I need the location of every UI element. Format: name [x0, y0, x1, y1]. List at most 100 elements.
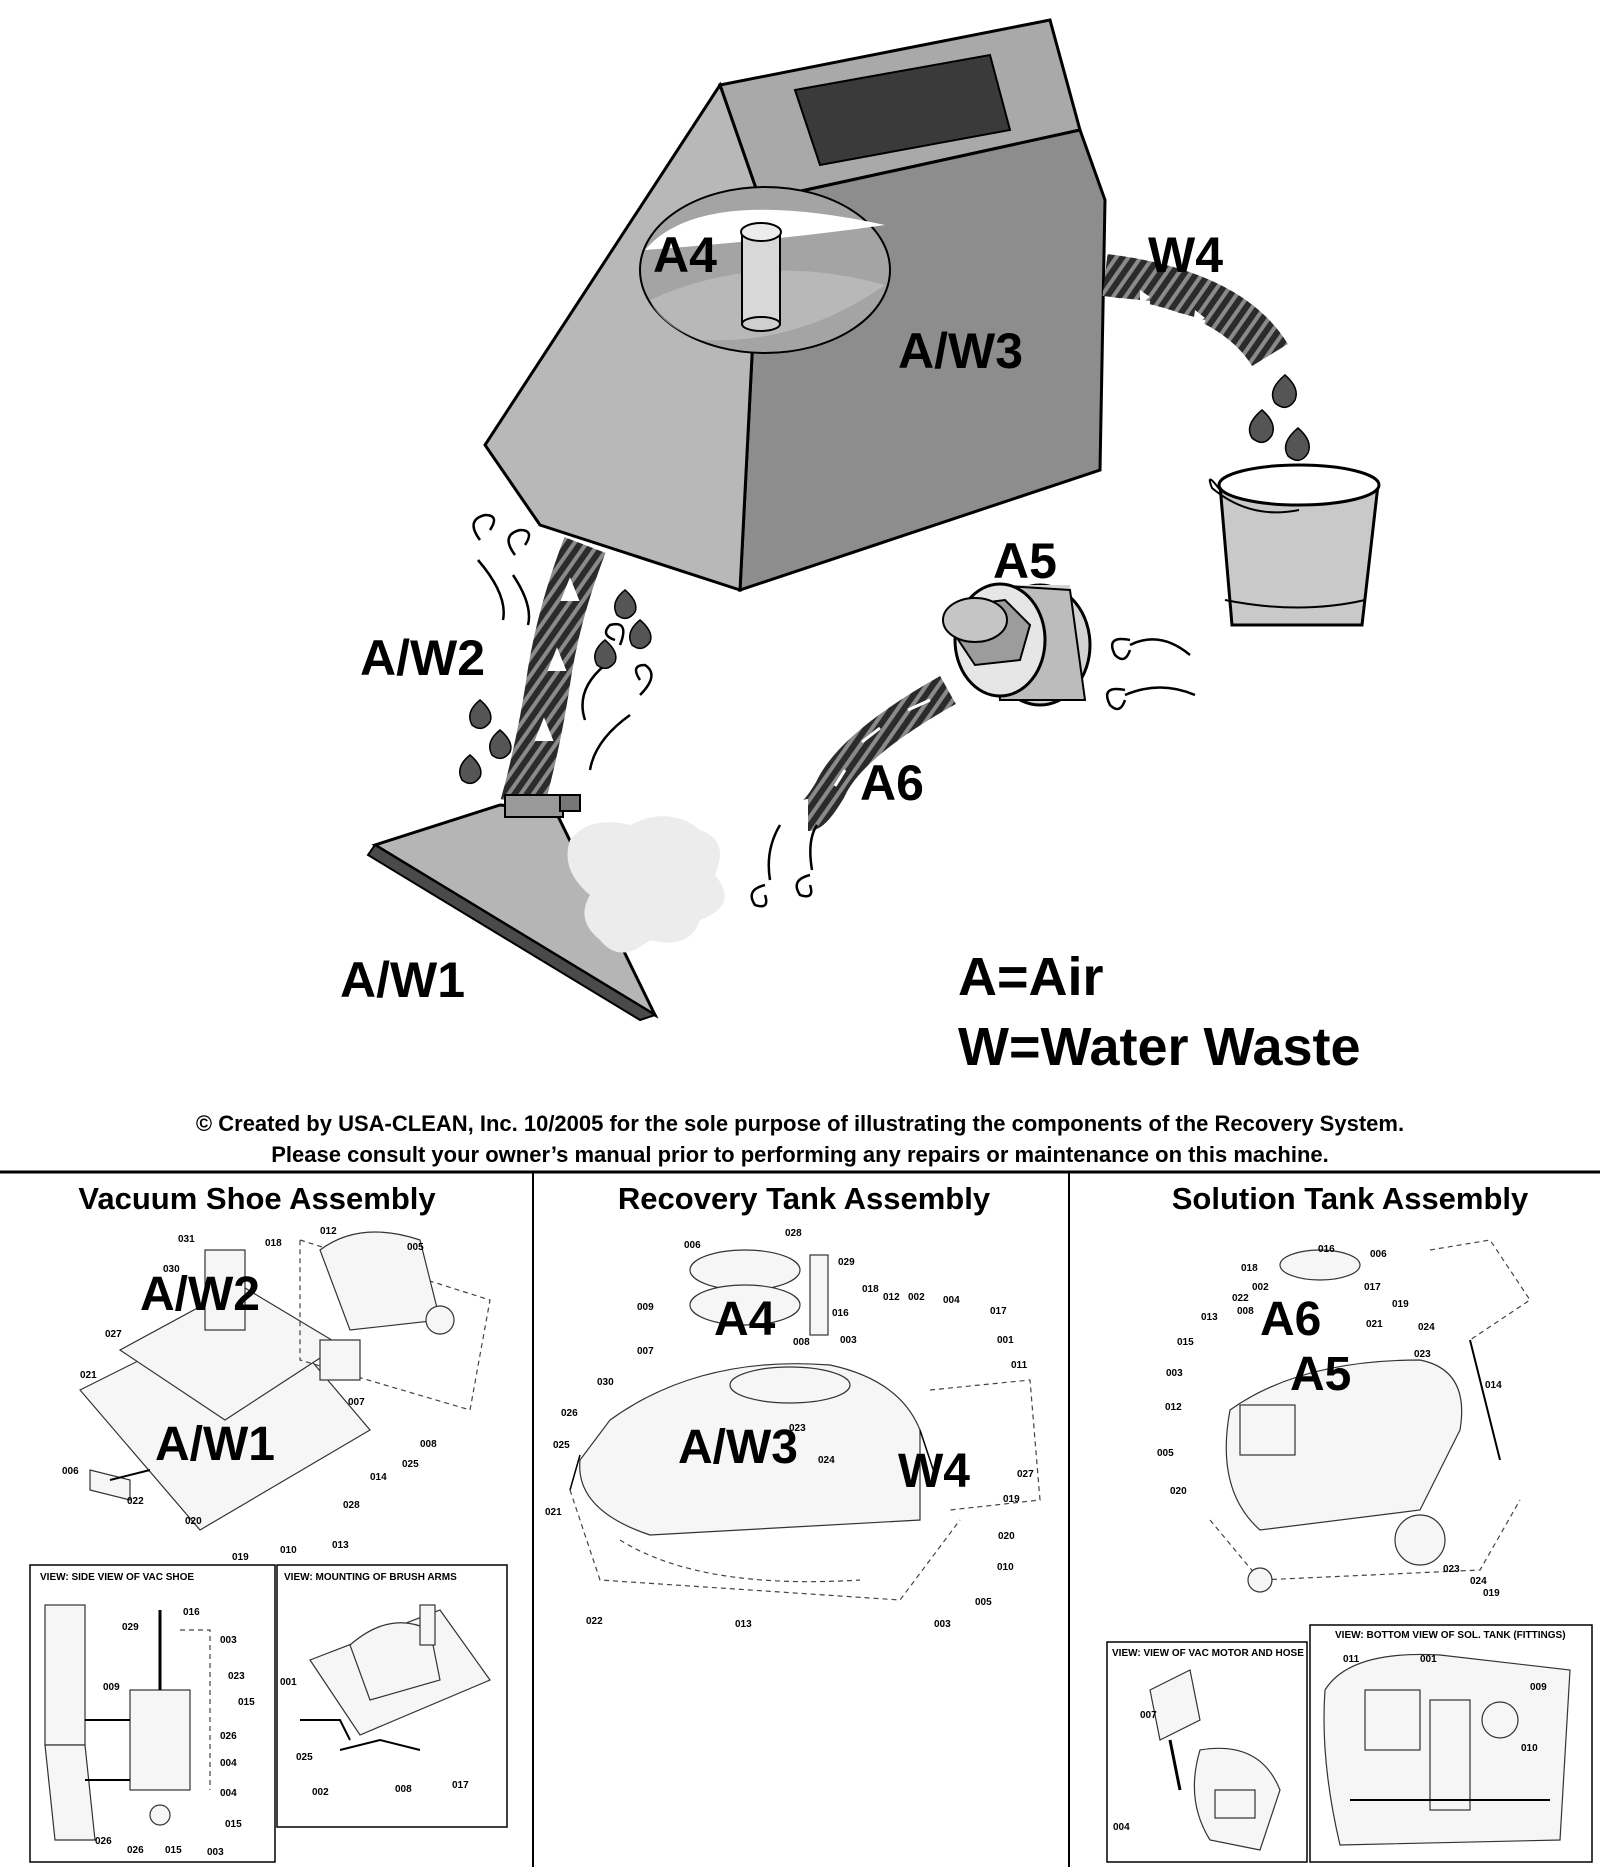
callout: 001 [280, 1677, 297, 1688]
callout: 023 [1443, 1564, 1460, 1575]
view-bottom-sol-tank [1309, 1624, 1593, 1863]
callout: 010 [280, 1545, 297, 1556]
solution-tank-drawing [1209, 1239, 1531, 1593]
callout: 013 [1201, 1312, 1218, 1323]
callout: 016 [183, 1607, 200, 1618]
label-a5: A5 [993, 533, 1057, 589]
legend-water: W=Water Waste [958, 1017, 1361, 1077]
view-title: VIEW: BOTTOM VIEW OF SOL. TANK (FITTINGS… [1335, 1630, 1566, 1641]
callout: 020 [998, 1531, 1015, 1542]
callout: 012 [883, 1292, 900, 1303]
callout: 028 [785, 1228, 802, 1239]
label-aw1: A/W1 [340, 952, 465, 1008]
label-aw2: A/W2 [360, 630, 485, 686]
callout: 028 [343, 1500, 360, 1511]
callout: 025 [296, 1752, 313, 1763]
air-swirls [472, 513, 1196, 908]
callout: 015 [1177, 1337, 1194, 1348]
callout: 003 [1166, 1368, 1183, 1379]
callout: 026 [95, 1836, 112, 1847]
callout: 009 [103, 1682, 120, 1693]
callout: 015 [165, 1845, 182, 1856]
callout: 019 [1483, 1588, 1500, 1599]
callout: 025 [553, 1440, 570, 1451]
callout: 016 [1318, 1244, 1335, 1255]
callout: 021 [80, 1370, 97, 1381]
callout: 015 [225, 1819, 242, 1830]
drain-hose [1102, 254, 1288, 367]
callout: 005 [975, 1597, 992, 1608]
callout: 019 [232, 1552, 249, 1563]
view-vac-motor-hose [1106, 1641, 1308, 1863]
callouts: 016 006 018 002 022 008 017 019 013 021 … [1157, 1244, 1502, 1599]
vacuum-hose [500, 537, 606, 811]
panel-title-recovery-tank: Recovery Tank Assembly [618, 1181, 991, 1216]
callout: 021 [545, 1507, 562, 1518]
callout: 012 [1165, 1402, 1182, 1413]
callout: 021 [1366, 1319, 1383, 1330]
overlay-a6: A6 [1260, 1293, 1321, 1346]
callout: 031 [178, 1234, 195, 1245]
callout: 018 [1241, 1263, 1258, 1274]
callout: 003 [207, 1847, 224, 1858]
callout: 022 [127, 1496, 144, 1507]
panel-vacuum-shoe: Vacuum Shoe Assembly A/W2 A/W1 031 030 0… [29, 1181, 508, 1863]
standpipe [741, 231, 781, 325]
panel-recovery-tank: Recovery Tank Assembly A4 A/W3 W4 028 00… [545, 1181, 1041, 1630]
callout: 019 [1003, 1494, 1020, 1505]
overlay-a4: A4 [714, 1293, 776, 1346]
callout: 023 [1414, 1349, 1431, 1360]
callout: 024 [1470, 1576, 1487, 1587]
callout: 011 [1011, 1360, 1028, 1371]
overlay-aw2: A/W2 [140, 1268, 260, 1321]
hose-drops [459, 589, 652, 785]
caption-line-1: © Created by USA-CLEAN, Inc. 10/2005 for… [196, 1111, 1404, 1136]
callout: 022 [586, 1616, 603, 1627]
overlay-aw3: A/W3 [678, 1421, 798, 1474]
callout: 018 [862, 1284, 879, 1295]
callouts: 031 030 018 012 005 027 021 006 022 020 … [62, 1226, 437, 1563]
tank-lid-window [793, 53, 1012, 167]
callouts: 011 001 009 010 [1343, 1654, 1547, 1754]
callout: 004 [220, 1788, 237, 1799]
callouts: 007 004 [1113, 1710, 1157, 1833]
panel-title-vacuum-shoe: Vacuum Shoe Assembly [78, 1181, 436, 1216]
callout: 024 [818, 1455, 835, 1466]
vac-motor [942, 582, 1092, 707]
callout: 017 [1364, 1282, 1381, 1293]
callout: 004 [1113, 1822, 1130, 1833]
callout: 026 [220, 1731, 237, 1742]
callout: 003 [220, 1635, 237, 1646]
recovery-tank-illustration [483, 18, 1107, 593]
callout: 016 [832, 1308, 849, 1319]
callout: 007 [637, 1346, 654, 1357]
callout: 009 [637, 1302, 654, 1313]
callout: 024 [1418, 1322, 1435, 1333]
exhaust-hose [801, 676, 956, 831]
callout: 027 [1017, 1469, 1034, 1480]
callout: 013 [735, 1619, 752, 1630]
callout: 022 [1232, 1293, 1249, 1304]
vac-motor-hose-drawing [1149, 1669, 1281, 1851]
panel-title-solution-tank: Solution Tank Assembly [1172, 1181, 1529, 1216]
callout: 002 [1252, 1282, 1269, 1293]
callout: 027 [105, 1329, 122, 1340]
callout: 001 [997, 1335, 1014, 1346]
callout: 002 [908, 1292, 925, 1303]
callout: 005 [407, 1242, 424, 1253]
callout: 023 [789, 1423, 806, 1434]
callout: 008 [793, 1337, 810, 1348]
callouts: 028 006 029 009 007 018 012 002 004 016 … [545, 1228, 1034, 1630]
vacuum-shoe-drawing [79, 1231, 491, 1531]
legend-air: A=Air [958, 947, 1104, 1007]
callouts: 001 025 002 008 017 [280, 1677, 469, 1798]
callout: 015 [238, 1697, 255, 1708]
view-title: VIEW: MOUNTING OF BRUSH ARMS [284, 1572, 457, 1583]
callout: 017 [452, 1780, 469, 1791]
callout: 010 [1521, 1743, 1538, 1754]
callout: 006 [684, 1240, 701, 1251]
callout: 014 [370, 1472, 387, 1483]
view-title: VIEW: VIEW OF VAC MOTOR AND HOSE [1112, 1648, 1304, 1659]
view-side-vac-shoe [29, 1564, 276, 1863]
callout: 003 [840, 1335, 857, 1346]
